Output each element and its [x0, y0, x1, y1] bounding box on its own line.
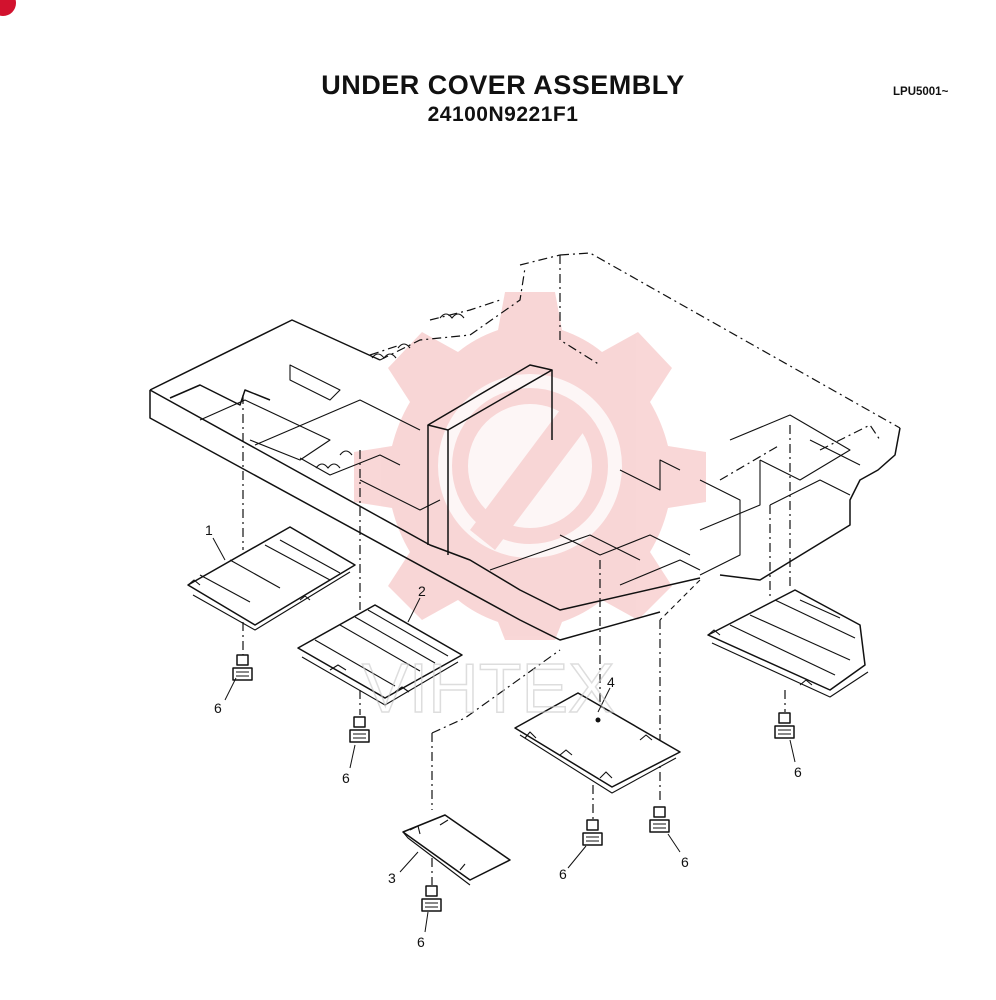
- bolt-b: [349, 716, 370, 743]
- under-cover-plate-2: [297, 604, 463, 706]
- callout-6-c: 6: [417, 934, 425, 950]
- under-cover-plate-1: [187, 526, 356, 631]
- bolt-f: [774, 712, 795, 739]
- callout-6-d: 6: [559, 866, 567, 882]
- part-number: 24100N9221F1: [427, 103, 579, 126]
- bolt-a: [232, 654, 253, 681]
- callout-2: 2: [418, 583, 426, 599]
- watermark-text: VIHTEX: [362, 649, 615, 727]
- callout-6-a: 6: [214, 700, 222, 716]
- diagram-title: UNDER COVER ASSEMBLY: [321, 70, 685, 100]
- callout-leaders: [212, 537, 796, 933]
- serial-code: LPU5001~: [893, 86, 949, 98]
- callout-6-e: 6: [681, 854, 689, 870]
- watermark-logo: [354, 292, 706, 640]
- bolt-d: [582, 819, 603, 846]
- under-cover-plate-4: [514, 692, 681, 794]
- callout-6-b: 6: [342, 770, 350, 786]
- callout-6-f: 6: [794, 764, 802, 780]
- bolt-e: [649, 806, 670, 833]
- callout-4: 4: [607, 674, 615, 690]
- callout-1: 1: [205, 522, 213, 538]
- chassis-frame: [149, 252, 901, 641]
- under-cover-plate-3: [402, 814, 511, 886]
- callout-3: 3: [388, 870, 396, 886]
- under-cover-plate-right: [707, 589, 869, 698]
- corner-mark: [0, 0, 16, 16]
- assembly-lines: [242, 395, 791, 885]
- bolt-c: [421, 885, 442, 912]
